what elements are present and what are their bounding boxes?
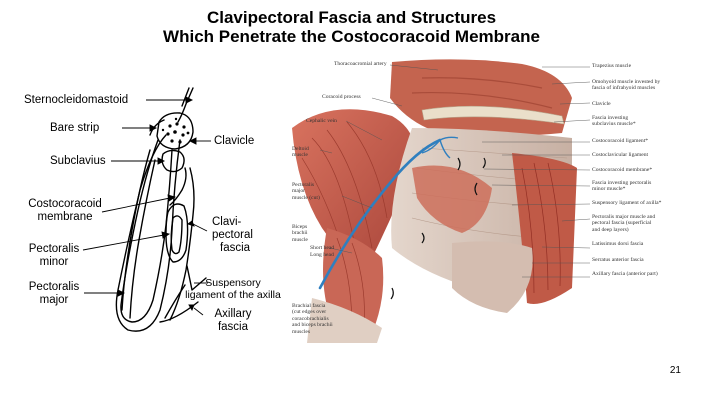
pectoralis-minor-muscle	[412, 165, 492, 233]
sternocleidomastoid-muscle-drawing	[177, 87, 194, 123]
anat-brachial-line5: muscles	[292, 328, 311, 335]
anatomical-illustration	[292, 59, 591, 343]
label-subclavius: Subclavius	[50, 155, 106, 167]
deltoid-muscle	[292, 109, 415, 268]
anat-label-coracoid: Coracoid process	[322, 94, 361, 100]
anat-label-biceps: Biceps brachii muscle	[292, 224, 308, 243]
anat-brachial-line1: Brachial fascia	[292, 303, 326, 309]
label-axillary-line1: Axillary	[214, 308, 252, 320]
anat-biceps-line1: Biceps	[292, 224, 308, 230]
label-pectoralis-minor-line1: Pectoralis	[28, 243, 80, 255]
anat-right-label-line: subclavius muscle*	[592, 121, 636, 128]
label-suspensory-ligament: Suspensory ligament of the axilla	[175, 277, 291, 301]
label-bare-strip: Bare strip	[50, 122, 100, 134]
anat-right-label-line: pectoral fascia (superficial	[592, 220, 652, 227]
anat-brachial-line3: coracobrachialis	[292, 315, 329, 322]
label-clavi-line1: Clavi-	[212, 216, 242, 228]
anat-right-label-line: Costocoracoid ligament*	[592, 138, 649, 144]
anat-label-deltoid: Deltoid muscle	[292, 146, 309, 159]
anat-right-label-line: fascia of infrahyoid muscles	[592, 85, 656, 92]
label-suspensory-line1: Suspensory	[205, 277, 261, 289]
slide-title-line-1: Clavipectoral Fascia and Structures	[206, 8, 497, 27]
anat-label-long-head: Long head	[310, 252, 334, 258]
label-suspensory-line2: ligament of the axilla	[185, 289, 281, 301]
anat-right-label-line: Clavicle	[592, 101, 611, 107]
subclavius-drawing	[161, 149, 185, 173]
anat-right-label-line: Latissimus dorsi fascia	[592, 241, 644, 247]
anat-right-label: Costocoracoid ligament*	[592, 138, 648, 144]
clavicle-bone	[421, 105, 565, 125]
label-axillary-line2: fascia	[217, 321, 249, 333]
anat-right-label-line: and deep layers)	[592, 226, 629, 233]
anat-right-label: Latissimus dorsi fascia	[592, 241, 643, 247]
label-pectoralis-major-line1: Pectoralis	[28, 281, 80, 293]
anat-right-label-line: Serratus anterior fascia	[592, 257, 644, 263]
anat-pec-line3: muscle (cut)	[292, 194, 320, 201]
anat-brachial-line2: (cut edges over	[292, 309, 327, 316]
trapezius-muscle	[390, 59, 572, 137]
anat-right-label-line: Costoclavicular ligament	[592, 152, 649, 158]
anat-right-label-line: Costocoracoid membrane*	[592, 167, 653, 173]
anat-label-short-head: Short head	[310, 245, 335, 251]
anat-deltoid-line2: muscle	[292, 152, 308, 159]
label-pectoralis-minor-line2: minor	[39, 256, 69, 268]
anat-label-thoracoacromial: Thoracoacromial artery	[334, 61, 387, 67]
anat-pec-line2: major	[292, 188, 306, 195]
anat-label-pectoralis-major-cut: Pectoralis major muscle (cut)	[292, 182, 320, 201]
anat-biceps-line2: brachii	[292, 230, 308, 237]
thoracoacromial-artery	[421, 136, 459, 159]
label-costocoracoid-line2: membrane	[37, 211, 93, 223]
anat-right-label-line: Fascia investing pectoralis	[592, 180, 652, 186]
anat-label-brachial-fascia: Brachial fascia (cut edges over coracobr…	[292, 303, 333, 335]
anat-right-label: Axillary fascia (anterior part)	[592, 271, 658, 277]
cephalic-vein	[318, 138, 442, 290]
anat-right-label: Costoclavicular ligament	[592, 152, 648, 158]
brachial-fascia	[307, 298, 382, 343]
slide-title-line-2: Which Penetrate the Costocoracoid Membra…	[163, 27, 540, 46]
anat-right-label-line: Suspensory ligament of axilla*	[592, 200, 662, 206]
label-clavi-line2: pectoral	[212, 229, 253, 241]
label-clavicle: Clavicle	[214, 135, 255, 147]
label-pectoralis-minor: Pectoralis minor	[26, 243, 82, 269]
anat-right-label-line: Axillary fascia (anterior part)	[592, 271, 658, 277]
pectoralis-minor-drawing	[165, 203, 189, 263]
anat-right-label-line: Pectoralis major muscle and	[592, 214, 656, 220]
label-clavipectoral-fascia: Clavi- pectoral fascia	[212, 216, 253, 255]
anat-right-label: Suspensory ligament of axilla*	[592, 200, 661, 206]
label-sternocleidomastoid: Sternocleidomastoid	[24, 94, 129, 106]
serratus-region	[452, 241, 533, 313]
anat-pec-line1: Pectoralis	[292, 182, 315, 188]
anat-right-label-line: Trapezius muscle	[592, 63, 632, 69]
clavicle-drawing	[156, 112, 194, 150]
anat-brachial-line4: and biceps brachii	[292, 322, 333, 329]
anat-label-cephalic-vein: Cephalic vein	[306, 118, 337, 124]
label-clavi-line3: fascia	[220, 242, 251, 254]
anat-right-label-line: Omohyoid muscle invested by	[592, 79, 661, 85]
anat-right-label: Costocoracoid membrane*	[592, 167, 652, 173]
label-pectoralis-major-line2: major	[39, 294, 69, 306]
page-number: 21	[669, 365, 681, 376]
anat-right-label: Serratus anterior fascia	[592, 257, 644, 263]
anat-biceps-line3: muscle	[292, 236, 308, 243]
anat-right-label-line: Fascia investing	[592, 115, 629, 121]
label-costocoracoid-line1: Costocoracoid	[28, 198, 102, 210]
anat-deltoid-line1: Deltoid	[292, 146, 309, 152]
label-costocoracoid-membrane: Costocoracoid membrane	[25, 198, 105, 224]
label-axillary-fascia: Axillary fascia	[205, 308, 261, 334]
anat-right-label-line: minor muscle*	[592, 186, 626, 193]
anat-right-label: Clavicle	[592, 101, 611, 107]
anat-right-label: Trapezius muscle	[592, 63, 631, 69]
label-pectoralis-major: Pectoralis major	[26, 281, 82, 307]
